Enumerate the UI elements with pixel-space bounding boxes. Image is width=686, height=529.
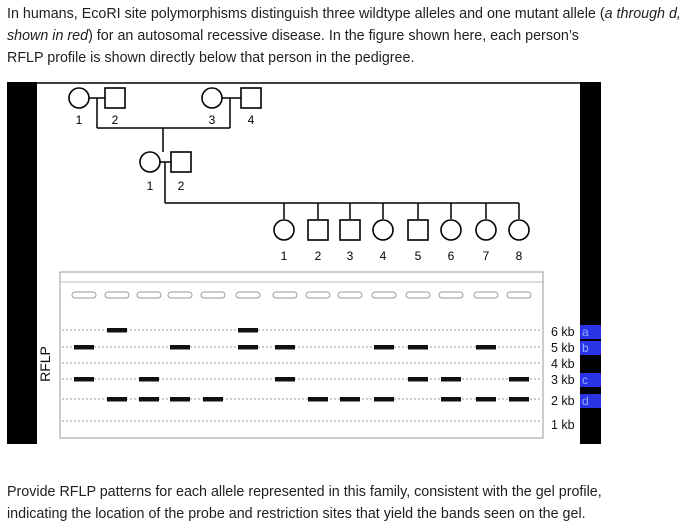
allele-tag-b: b (582, 341, 589, 355)
allele-tag-a: a (582, 325, 589, 339)
band-lane-12-3kb (441, 377, 461, 382)
gen1-label-4: 4 (248, 113, 255, 127)
allele-tag-bg-a (580, 325, 601, 339)
size-label-3: 4 kb (551, 357, 575, 371)
gen3-female-8 (508, 219, 530, 241)
question-intro-start: In humans, EcoRI site polymorphisms dist… (7, 6, 605, 22)
figure-svg: 1 2 3 4 1 2 1 2 3 4 5 6 7 8 6 kb 5 kb 4 kb 3 kb 2 kb 1 kb a… (7, 82, 601, 444)
pedigree: 1 2 3 4 1 2 1 2 3 4 5 6 7 8 (68, 87, 530, 263)
band-lane-2-6kb (107, 328, 127, 333)
gen3-label-7: 7 (483, 249, 490, 263)
question-task: Provide RFLP patterns for each allele re… (7, 481, 683, 525)
allele-tag-bg-b (580, 341, 601, 355)
band-lane-3-2kb (139, 397, 159, 402)
allele-tag-c: c (582, 373, 588, 387)
size-label-6: 1 kb (551, 418, 575, 432)
gel-well-3 (136, 291, 162, 299)
band-lane-12-2kb (441, 397, 461, 402)
gen2-female (139, 151, 161, 173)
gen2-male (170, 151, 192, 173)
gen3-male-3 (339, 219, 361, 241)
band-lane-13-2kb (476, 397, 496, 402)
band-lane-7-5kb (275, 345, 295, 350)
gen1-male-4 (240, 87, 262, 109)
question-intro: In humans, EcoRI site polymorphisms dist… (7, 3, 683, 69)
band-lane-13-5kb (476, 345, 496, 350)
gen1-label-3: 3 (209, 113, 216, 127)
left-frame-bar (7, 82, 37, 444)
gen3-label-1: 1 (281, 249, 288, 263)
size-label-5: 2 kb (551, 394, 575, 408)
gel-well-2 (104, 291, 130, 299)
gel-well-10 (371, 291, 397, 299)
gel-well-4 (167, 291, 193, 299)
band-lane-11-5kb (408, 345, 428, 350)
allele-note: a through d, shown in red (7, 6, 681, 44)
band-lane-6-6kb (238, 328, 258, 333)
gen1-male-2 (104, 87, 126, 109)
gel-well-14 (506, 291, 532, 299)
gel-well-12 (438, 291, 464, 299)
band-lane-5-2kb (203, 397, 223, 402)
gen3-male-2 (307, 219, 329, 241)
gen1-label-1: 1 (76, 113, 83, 127)
band-lane-8-2kb (308, 397, 328, 402)
size-label-1: 6 kb (551, 325, 575, 339)
gen3-female-6 (440, 219, 462, 241)
band-lane-6-5kb (238, 345, 258, 350)
gen2-label-2: 2 (178, 179, 185, 193)
band-lane-1-3kb (74, 377, 94, 382)
gen3-label-6: 6 (448, 249, 455, 263)
allele-tag-d: d (582, 394, 589, 408)
gen3-female-4 (372, 219, 394, 241)
question-task-line2: indicating the location of the probe and… (7, 506, 586, 522)
gen3-label-2: 2 (315, 249, 322, 263)
gen1-label-2: 2 (112, 113, 119, 127)
gel-well-6 (235, 291, 261, 299)
gen3-male-5 (407, 219, 429, 241)
size-label-2: 5 kb (551, 341, 575, 355)
right-frame-bar (580, 82, 601, 444)
gen3-female-7 (475, 219, 497, 241)
gen1-female-3 (201, 87, 223, 109)
gel-well-1 (71, 291, 97, 299)
gel-well-11 (405, 291, 431, 299)
gen2-label-1: 1 (147, 179, 154, 193)
gel-well-7 (272, 291, 298, 299)
band-lane-14-2kb (509, 397, 529, 402)
band-lane-4-5kb (170, 345, 190, 350)
gel-outline (59, 271, 544, 439)
gel-well-13 (473, 291, 499, 299)
allele-tag-bg-c (580, 373, 601, 387)
gen3-label-8: 8 (516, 249, 523, 263)
band-lane-11-3kb (408, 377, 428, 382)
band-lane-2-2kb (107, 397, 127, 402)
band-lane-10-2kb (374, 397, 394, 402)
band-lane-10-5kb (374, 345, 394, 350)
pedigree-gel-figure: 1 2 3 4 1 2 1 2 3 4 5 6 7 8 6 kb 5 kb 4 kb 3 kb 2 kb 1 kb a… (0, 82, 686, 444)
band-lane-7-3kb (275, 377, 295, 382)
question-intro-line3: RFLP profile is shown directly below tha… (7, 50, 415, 66)
band-lane-4-2kb (170, 397, 190, 402)
rflp-side-label: RFLP (37, 346, 53, 382)
band-lane-3-3kb (139, 377, 159, 382)
gen3-label-3: 3 (347, 249, 354, 263)
size-label-4: 3 kb (551, 373, 575, 387)
band-lane-1-5kb (74, 345, 94, 350)
gen1-female-1 (68, 87, 90, 109)
band-lane-9-2kb (340, 397, 360, 402)
gel-well-8 (305, 291, 331, 299)
gel: 6 kb 5 kb 4 kb 3 kb 2 kb 1 kb ab cd RFLP (37, 271, 601, 439)
question-task-line1: Provide RFLP patterns for each allele re… (7, 484, 602, 500)
gen3-female-1 (273, 219, 295, 241)
gel-well-9 (337, 291, 363, 299)
gen3-label-5: 5 (415, 249, 422, 263)
gen3-label-4: 4 (380, 249, 387, 263)
gel-well-5 (200, 291, 226, 299)
allele-tag-bg-d (580, 394, 601, 408)
band-lane-14-3kb (509, 377, 529, 382)
question-intro-end: ) for an autosomal recessive disease. In… (88, 28, 579, 44)
